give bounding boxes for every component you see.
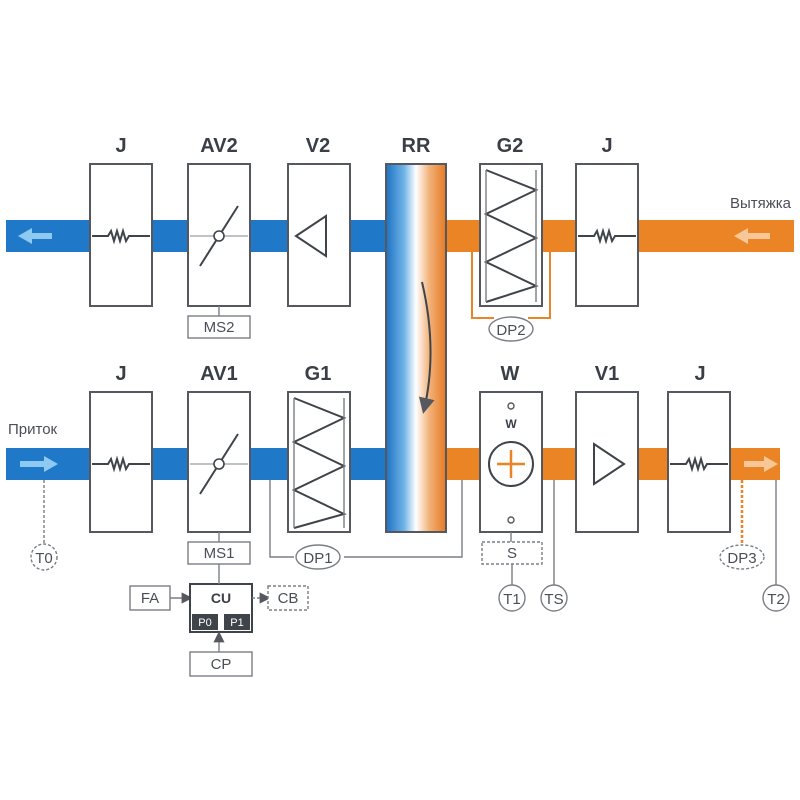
t1-sensor [498, 584, 526, 612]
attenuator-coil-icon [670, 455, 728, 473]
supply-outlet-arrow [744, 456, 778, 472]
j-top-left-header: J [115, 135, 126, 157]
j-bottom-right-header: J [694, 363, 705, 385]
t2-sensor [762, 584, 790, 612]
g2-header: G2 [497, 135, 524, 157]
dp2-label: DP2 [496, 322, 525, 339]
v1-header: V1 [595, 363, 619, 385]
g1-header: G1 [305, 363, 332, 385]
t0-sensor [30, 543, 58, 571]
w-header: W [501, 363, 520, 385]
supply-inlet-arrow [20, 456, 58, 472]
fa-box [129, 585, 171, 611]
p0-port [192, 614, 218, 630]
exhaust-label: Вытяжка [730, 195, 792, 212]
exhaust-outlet-arrow [18, 228, 52, 244]
t0-label: T0 [35, 550, 53, 567]
ts-label: TS [544, 591, 563, 608]
supply-label: Приток [8, 421, 58, 438]
fan-v1 [575, 391, 639, 533]
t1-label: T1 [503, 591, 521, 608]
s-label: S [507, 545, 517, 562]
sound-attenuator-bottom-right [667, 391, 731, 533]
ts-sensor [540, 584, 568, 612]
dp1-label: DP1 [303, 550, 332, 567]
p0-label: P0 [198, 617, 211, 629]
attenuator-coil-icon [578, 227, 636, 245]
air-damper-av1 [187, 391, 251, 533]
attenuator-coil-icon [92, 227, 150, 245]
damper-icon [190, 205, 248, 267]
cp-label: CP [211, 656, 232, 673]
p1-label: P1 [230, 617, 243, 629]
attenuator-coil-icon [92, 455, 150, 473]
v2-header: V2 [306, 135, 330, 157]
cp-box [189, 651, 253, 677]
t2-label: T2 [767, 591, 785, 608]
cb-box [267, 585, 309, 611]
p1-port [224, 614, 250, 630]
ms1-label: MS1 [204, 545, 235, 562]
rr-header: RR [402, 135, 431, 157]
fa-label: FA [141, 590, 159, 607]
av2-header: AV2 [200, 135, 237, 157]
exhaust-inlet-arrow [734, 228, 770, 244]
sound-attenuator-bottom-left [89, 391, 153, 533]
dp1-tubes [269, 480, 463, 558]
cu-label: CU [211, 590, 231, 606]
heater-inner-label: W [505, 417, 517, 431]
damper-icon [190, 433, 248, 495]
av1-header: AV1 [200, 363, 237, 385]
dp2-tubes [471, 252, 551, 319]
fan-icon [294, 214, 327, 258]
dp3-sensor [719, 544, 765, 570]
j-top-right-header: J [601, 135, 612, 157]
dp2-sensor [488, 316, 534, 342]
fan-icon [593, 442, 626, 486]
cb-label: CB [278, 590, 299, 607]
filter-g1 [287, 391, 351, 533]
rotation-arrow [418, 281, 435, 414]
ms2-label: MS2 [204, 319, 235, 336]
dp1-sensor [295, 544, 341, 570]
j-bottom-left-header: J [115, 363, 126, 385]
dp3-label: DP3 [727, 550, 756, 567]
rotary-recuperator [385, 163, 447, 533]
